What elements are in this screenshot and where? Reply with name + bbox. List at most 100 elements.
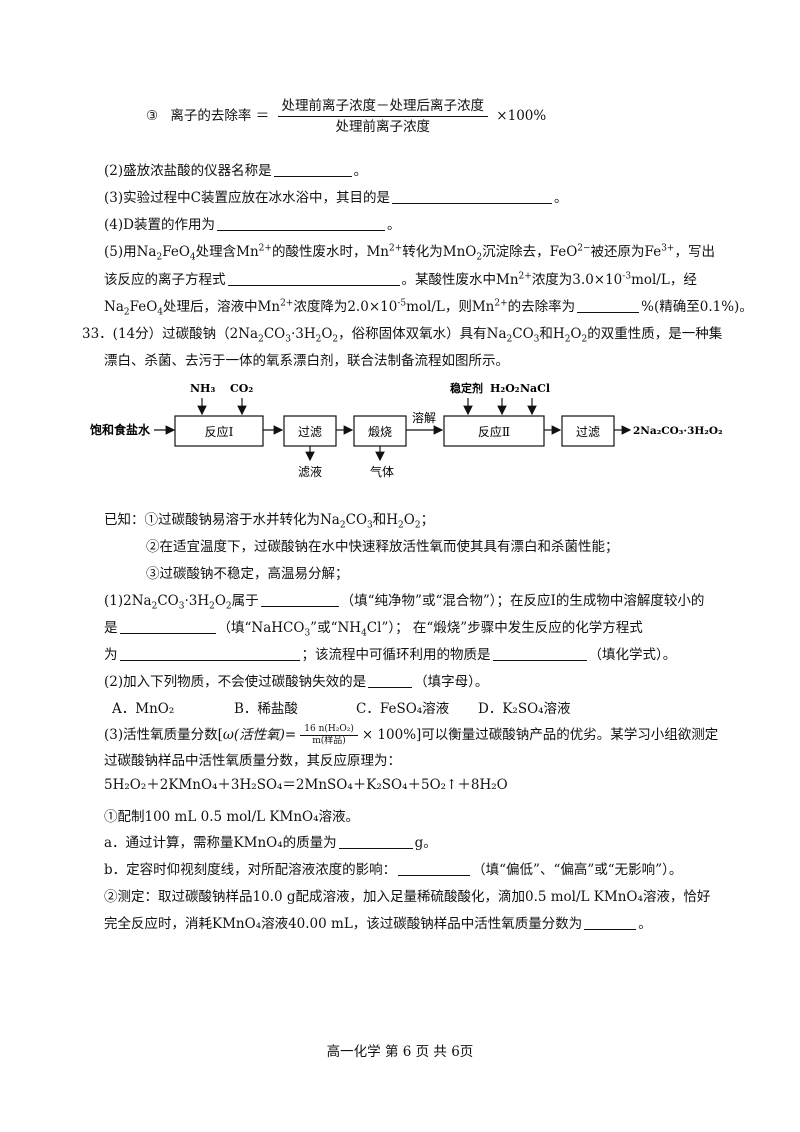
measurement-line-1: ②测定：取过碳酸钠样品10.0 g配成溶液，加入足量稀硫酸酸化，滴加0.5 mo… [104, 889, 711, 905]
fraction-denominator: m(样品) [312, 736, 346, 746]
answer-blank[interactable] [577, 298, 640, 313]
subscript: 2 [156, 252, 163, 263]
text: O [321, 326, 333, 342]
answer-blank[interactable] [216, 216, 385, 231]
answer-blank[interactable] [119, 646, 300, 661]
subscript: 2 [564, 334, 571, 345]
answer-blank[interactable] [338, 834, 413, 849]
flow-box-filter-1 [283, 415, 337, 447]
text: %(精确至0.1%)。 [641, 299, 753, 315]
question-3-ice-bath: (3)实验过程中C装置应放在冰水浴中，其目的是。 [104, 188, 567, 208]
text: 完全反应时，消耗KMnO₄溶液40.00 mL，该过碳酸钠样品中活性氧质量分数为 [104, 916, 583, 932]
fraction-numerator: 16 n(H₂O₂) [300, 724, 358, 736]
subscript: 2 [339, 520, 346, 531]
question-4-d-device: (4)D装置的作用为。 [104, 215, 400, 235]
text: × 100%]可以衡量过碳酸钠产品的优劣。某学习小组欲测定 [361, 727, 719, 743]
known-3: ③过碳酸钠不稳定，高温易分解； [146, 566, 349, 582]
question-1-line-2: 是（填“NaHCO3”或“NH4Cl”）； 在“煅烧”步骤中发生反应的化学方程式 [104, 618, 643, 638]
text: FeO [129, 299, 158, 315]
subscript: 3 [285, 334, 291, 345]
option-d[interactable]: D．K₂SO₄溶液 [478, 701, 571, 717]
text: Na [104, 299, 124, 315]
question-5-line-2: 该反应的离子方程式。某酸性废水中Mn2+浓度为3.0×10-3mol/L，经 [104, 270, 697, 290]
active-oxygen-fraction: 16 n(H₂O₂)m(样品) [300, 724, 358, 747]
text: 的双重性质，是一种集 [587, 326, 723, 342]
text: mol/L，经 [631, 272, 697, 288]
question-text: (3)实验过程中C装置应放在冰水浴中，其目的是 [104, 190, 390, 206]
superscript: 2+ [280, 298, 294, 309]
subscript: 2 [581, 334, 588, 345]
subscript: 2 [151, 601, 158, 612]
text: 和H [372, 512, 399, 528]
option-b[interactable]: B．稀盐酸 [234, 701, 298, 717]
text: ，写出 [674, 244, 715, 260]
text: 。某酸性废水中Mn [401, 272, 519, 288]
text: a．通过计算，需称量KMnO₄的质量为 [104, 835, 337, 851]
flow-input-label: 饱和食盐水 [90, 422, 151, 437]
superscript: -3 [622, 271, 632, 282]
answer-blank[interactable] [260, 592, 339, 607]
answer-blank[interactable] [391, 189, 552, 204]
flow-nacl-label: NaCl [520, 382, 550, 395]
text: ； [420, 512, 435, 528]
text: （填“偏低”、“偏高”或“无影响”）。 [472, 862, 683, 878]
question-3-active-oxygen: (3)活性氧质量分数[ω(活性氧)=16 n(H₂O₂)m(样品)× 100%]… [104, 722, 718, 748]
answer-blank[interactable] [119, 619, 216, 634]
flow-box-reaction-1 [174, 415, 264, 447]
flow-box-reaction-2-label: 反应Ⅱ [478, 424, 510, 439]
text: (5)用Na [104, 244, 157, 260]
text: 被还原为Fe [590, 244, 662, 260]
text: 已知：①过碳酸钠易溶于水并转化为Na [104, 512, 340, 528]
subscript: 4 [157, 307, 164, 318]
text: O [214, 593, 226, 609]
text: 该反应的离子方程式 [104, 272, 226, 288]
subscript: 2 [123, 307, 130, 318]
text: 为 [104, 647, 118, 663]
answer-blank[interactable] [368, 673, 413, 688]
question-3-line-2: 过碳酸钠样品中活性氧质量分数，其反应原理为： [104, 753, 401, 769]
text: 属于 [231, 593, 259, 609]
text: （填化学式）。 [588, 647, 677, 663]
text: (2)加入下列物质，不会使过碳酸钠失效的是 [104, 674, 367, 690]
question-5-line-1: (5)用Na2FeO4处理含Mn2+的酸性废水时，Mn2+转化为MnO2沉淀除去… [104, 242, 715, 262]
subscript: 3 [178, 601, 185, 612]
answer-blank[interactable] [273, 162, 352, 177]
fraction-numerator: 处理前离子浓度－处理后离子浓度 [277, 96, 488, 117]
flow-nh3-label: NH₃ [190, 382, 215, 395]
text: ·3H [184, 593, 210, 609]
reaction-equation: 5H₂O₂＋2KMnO₄＋3H₂SO₄＝2MnSO₄＋K₂SO₄＋5O₂↑＋8H… [104, 777, 508, 793]
option-a[interactable]: A．MnO₂ [112, 701, 175, 717]
answer-blank[interactable] [398, 861, 471, 876]
answer-blank[interactable] [584, 915, 637, 930]
text: Cl”）； 在“煅烧”步骤中发生反应的化学方程式 [366, 620, 643, 636]
text: 的酸性废水时，Mn [271, 244, 389, 260]
flow-h2o2-label: H₂O₂ [490, 382, 520, 395]
text: （填字母）。 [414, 674, 489, 690]
prep-step-b: b．定容时仰视刻度线，对所配溶液浓度的影响：（填“偏低”、“偏高”或“无影响”）… [104, 860, 682, 880]
text: O [570, 326, 582, 342]
answer-blank[interactable] [227, 271, 400, 286]
flow-box-filter-2 [561, 415, 615, 447]
text: ”或“NH [310, 620, 362, 636]
answer-blank[interactable] [492, 646, 587, 661]
removal-fraction: 处理前离子浓度－处理后离子浓度 处理前离子浓度 [277, 96, 488, 137]
text: ·3H [290, 326, 316, 342]
flow-stabilizer-label: 稳定剂 [450, 381, 483, 395]
flow-box-calcine-label: 煅烧 [368, 424, 392, 439]
text: (3)活性氧质量分数[ [104, 727, 223, 743]
superscript: 3+ [661, 243, 675, 254]
flow-box-filter-1-label: 过滤 [298, 425, 322, 439]
text: (1)2Na [104, 593, 152, 609]
text: （填“NaHCO [217, 620, 305, 636]
text: mol/L，则Mn [406, 299, 495, 315]
question-2-apparatus: (2)盛放浓盐酸的仪器名称是。 [104, 161, 367, 181]
subscript: 3 [304, 628, 311, 639]
flow-product-label: 2Na₂CO₃·3H₂O₂ [633, 425, 723, 437]
formula-label: 离子的去除率 [170, 108, 252, 124]
flow-box-reaction-2 [443, 415, 545, 447]
known-2: ②在适宜温度下，过碳酸钠在水中快速释放活性氧而使其具有漂白和杀菌性能； [146, 539, 619, 555]
superscript: 2+ [388, 243, 403, 254]
option-c[interactable]: C．FeSO₄溶液 [356, 701, 450, 717]
subscript: 2 [414, 520, 421, 531]
